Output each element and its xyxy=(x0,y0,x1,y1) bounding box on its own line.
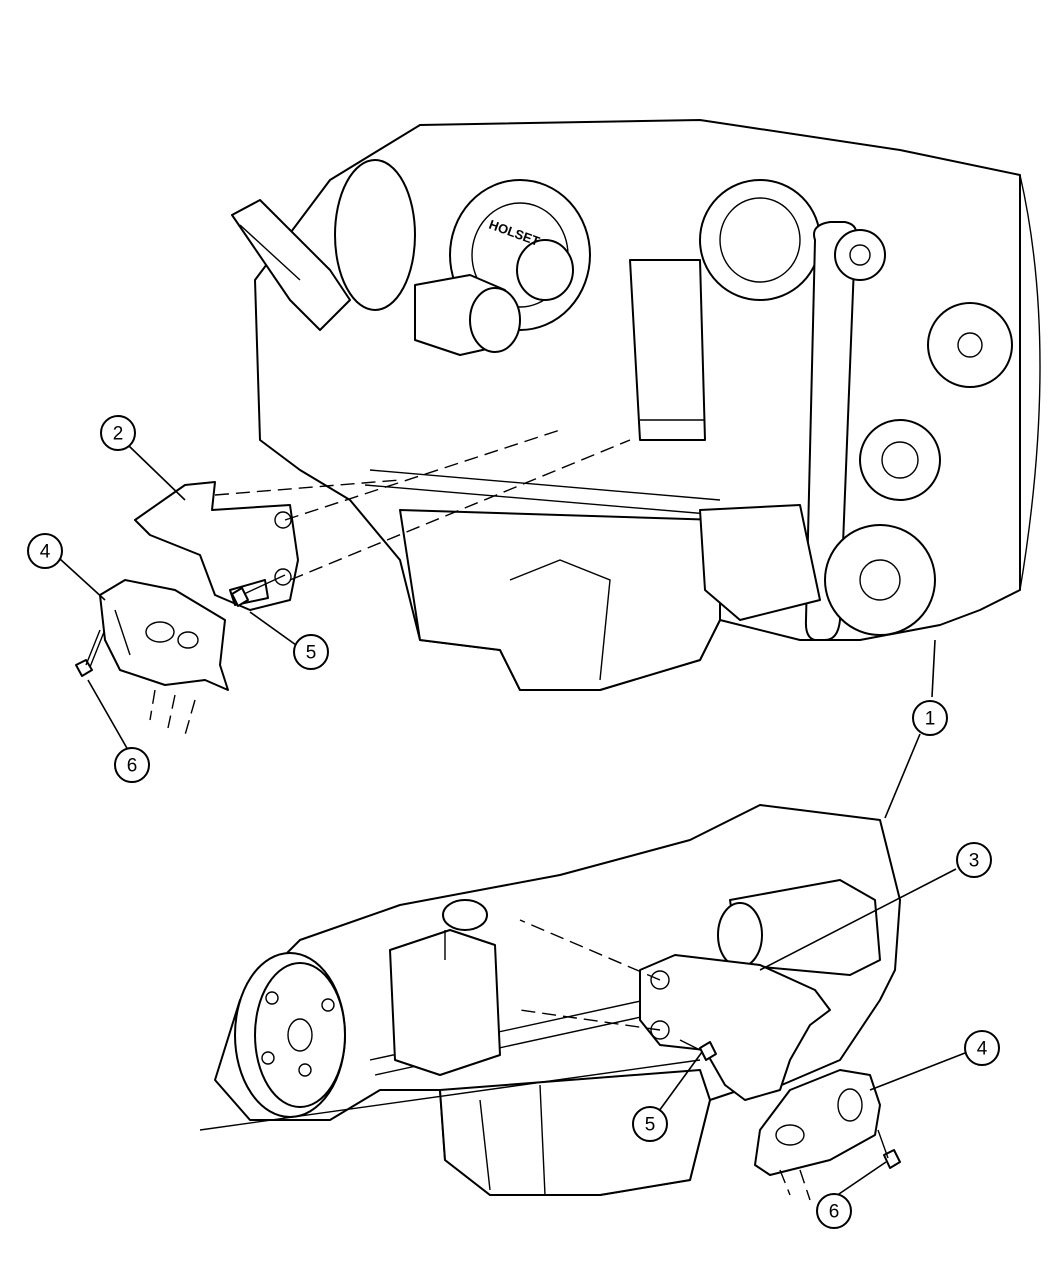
engine-upper-view: HOLSET xyxy=(75,119,1041,736)
fluid-reservoir xyxy=(389,899,501,1076)
crankshaft-damper xyxy=(234,952,346,1118)
callout-3-label: 3 xyxy=(969,851,980,872)
callout-3: 3 xyxy=(956,842,992,878)
callout-5-lower: 5 xyxy=(632,1106,668,1142)
alternator xyxy=(699,179,821,301)
mount-bracket-lower xyxy=(639,954,831,1101)
callout-4-lower: 4 xyxy=(964,1030,1000,1066)
callout-4-upper-label: 4 xyxy=(40,542,51,563)
callout-2-upper: 2 xyxy=(100,415,136,451)
callout-4-upper: 4 xyxy=(27,533,63,569)
engine-lower-view xyxy=(199,804,901,1201)
engine-mount-insulator-upper xyxy=(99,579,229,691)
callout-1-label: 1 xyxy=(925,709,936,730)
callout-1: 1 xyxy=(912,700,948,736)
bolt-lower-5 xyxy=(679,1039,717,1061)
turbocharger: HOLSET xyxy=(334,159,591,356)
callout-6-upper-label: 6 xyxy=(127,756,138,777)
callout-5-upper-label: 5 xyxy=(306,643,317,664)
callout-4-lower-label: 4 xyxy=(977,1039,988,1060)
engine-mount-insulator-lower xyxy=(754,1069,881,1176)
callout-5-lower-label: 5 xyxy=(645,1115,656,1136)
bolt-lower-6 xyxy=(877,1129,901,1169)
callout-2-upper-label: 2 xyxy=(113,424,124,445)
callout-6-lower-label: 6 xyxy=(829,1202,840,1223)
bolt-upper-6 xyxy=(75,629,105,677)
callout-6-lower: 6 xyxy=(816,1193,852,1229)
bolt-upper-5 xyxy=(231,574,286,607)
callout-6-upper: 6 xyxy=(114,747,150,783)
callout-5-upper: 5 xyxy=(293,634,329,670)
leader-lines xyxy=(59,445,966,1197)
